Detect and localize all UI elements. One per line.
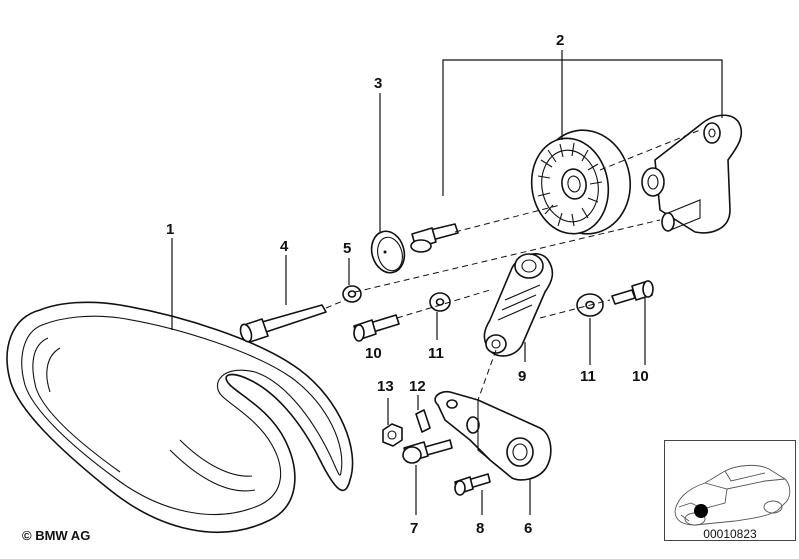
callout-13: 13 <box>377 378 394 395</box>
long-bolt <box>239 304 327 343</box>
callout-11-left: 11 <box>428 345 444 362</box>
alignment-lines <box>325 129 701 401</box>
nut-13 <box>382 423 403 447</box>
lower-bracket <box>434 390 552 481</box>
copyright-notice: © BMW AG <box>22 528 91 543</box>
collar-bolt-upper <box>410 223 459 253</box>
location-marker-icon <box>694 504 708 518</box>
ribbed-belt <box>6 301 354 533</box>
callout-7: 7 <box>410 520 418 537</box>
document-number: 00010823 <box>703 527 757 541</box>
tension-pulley <box>530 129 632 235</box>
belt-tensioner <box>483 253 554 357</box>
leader-lines <box>171 50 723 515</box>
callout-1: 1 <box>166 221 174 238</box>
callout-numbers: 1 2 3 4 5 6 7 8 9 10 10 11 11 12 13 <box>166 32 649 537</box>
washer-5 <box>342 285 362 303</box>
washer-11-left <box>429 292 451 312</box>
callout-11-right: 11 <box>580 368 596 385</box>
callout-12: 12 <box>409 378 426 395</box>
bolt-8 <box>454 473 491 496</box>
callout-4: 4 <box>280 238 289 255</box>
bolt-7 <box>402 439 453 464</box>
callout-3: 3 <box>374 75 382 92</box>
callout-10-left: 10 <box>365 345 382 362</box>
bolt-10-left <box>353 314 400 342</box>
callout-5: 5 <box>343 240 351 257</box>
bolt-10-right <box>611 280 654 305</box>
pulley-bracket <box>641 114 743 234</box>
callout-10-right: 10 <box>632 368 649 385</box>
callout-9: 9 <box>518 368 526 385</box>
clip-12 <box>415 409 431 433</box>
car-outline-icon <box>674 464 791 526</box>
callout-2: 2 <box>556 32 564 49</box>
location-thumbnail: 00010823 <box>664 440 796 541</box>
pulley-cap <box>370 230 406 274</box>
callout-6: 6 <box>524 520 532 537</box>
callout-8: 8 <box>476 520 484 537</box>
